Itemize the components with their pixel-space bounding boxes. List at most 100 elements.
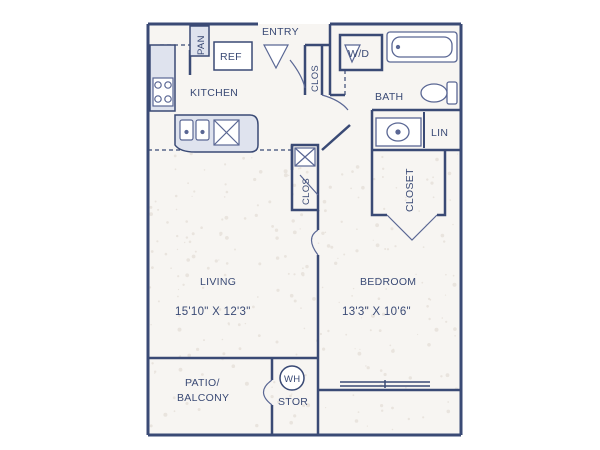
floor-speckle [191,232,195,236]
bedroom-dimensions: 13'3" X 10'6" [342,306,411,318]
floor-speckle [257,334,261,337]
floor-speckle [177,288,180,291]
stove-burners-icon [152,77,174,107]
floor-speckle [321,231,325,235]
floor-speckle [291,219,295,223]
floor-speckle [381,312,386,316]
floor-speckle [273,381,276,384]
floor-speckle [395,187,398,189]
floor-speckle [185,273,190,278]
floor-speckle [189,378,193,382]
floor-speckle [375,243,380,248]
floor-speckle [289,293,294,298]
floor-speckle [394,245,397,248]
floor-speckle [185,402,189,405]
floor-speckle [194,250,197,253]
floor-speckle [426,178,429,181]
closet-label: CLOSET [404,168,416,212]
floor-speckle [283,173,288,178]
ref-label: REF [220,51,242,63]
floor-speckle [328,185,332,189]
middle-closet-label: CLOS [301,178,312,205]
floor-speckle [418,210,421,212]
floor-speckle [452,274,455,277]
floor-speckle [391,406,394,410]
bathtub-icon [386,31,458,63]
floor-speckle [305,170,309,174]
floor-speckle [345,333,348,336]
floor-speckle [445,320,448,323]
floor-speckle [428,317,431,321]
floor-speckle [237,323,241,327]
floor-speckle [187,353,191,358]
floor-speckle [196,347,200,351]
floor-speckle [385,288,388,290]
floor-speckle [302,267,304,270]
floor-speckle [149,424,153,428]
floor-speckle [283,169,288,174]
floor-speckle [303,327,306,330]
floor-speckle [352,287,355,290]
floor-speckle [373,177,376,181]
floor-speckle [176,234,179,238]
floor-speckle [150,250,154,253]
water-heater-icon [279,365,305,391]
refrigerator [213,41,253,71]
floor-speckle [173,410,176,413]
floor-speckle [177,295,179,298]
floor-speckle [434,327,439,332]
floor-speckle [225,262,229,265]
floor-speckle [452,282,457,287]
floor-speckle [224,215,229,220]
floor-speckle [301,273,305,277]
floor-speckle [384,248,387,250]
floor-speckle [256,296,259,298]
floor-speckle [429,298,432,301]
floor-speckle [415,273,417,276]
patio-sliding-door [340,380,430,388]
floor-speckle [341,173,344,176]
floor-speckle [380,404,384,408]
floor-speckle [189,152,193,156]
floor-speckle [184,241,186,244]
floor-speckle [447,171,452,176]
floor-speckle [292,230,297,235]
floor-speckle [340,220,343,223]
bedroom-label: BEDROOM [360,276,416,288]
floor-speckle [382,167,385,170]
floor-speckle [441,317,444,319]
floor-speckle [381,155,384,159]
floor-speckle [182,283,185,286]
floor-speckle [289,394,292,398]
pantry-label: PAN [196,35,207,55]
floor-speckle [324,209,327,213]
floor-speckle [305,264,309,269]
floor-speckle [381,176,384,178]
floor-speckle [354,348,356,350]
floor-speckle [201,373,204,376]
floor-speckle [176,248,179,251]
floor-speckle [231,364,236,369]
floor-speckle [325,407,327,409]
floor-speckle [221,218,224,221]
floor-speckle [389,344,392,347]
storage-label: STOR [278,396,308,408]
bathroom-sink-icon [375,117,422,147]
floor-speckle [203,339,205,342]
floor-speckle [289,420,294,425]
floor-speckle [154,370,157,373]
floor-speckle [366,366,370,370]
floor-speckle [351,170,354,173]
floor-speckle [185,220,188,223]
floor-speckle [445,373,450,378]
floor-speckle [288,174,290,177]
floor-speckle [350,187,352,190]
double-sink-icon [179,119,210,141]
floor-speckle [322,347,326,351]
floor-speckle [191,254,196,259]
floor-speckle [151,266,154,269]
floor-speckle [430,181,434,185]
floor-speckle [174,168,177,171]
floor-speckle [254,213,258,217]
floor-speckle [405,387,407,389]
